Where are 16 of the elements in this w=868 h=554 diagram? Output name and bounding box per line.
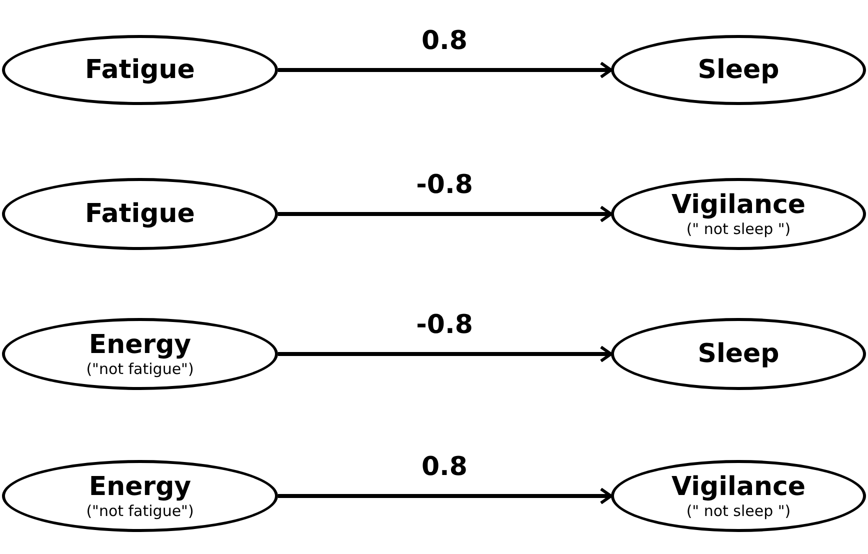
node-title: Sleep: [698, 55, 780, 85]
node-title: Vigilance: [671, 190, 806, 220]
arrow: [278, 206, 612, 222]
node-title: Vigilance: [671, 472, 806, 502]
node-title: Sleep: [698, 339, 780, 369]
node-title: Energy: [88, 330, 192, 360]
node-title: Fatigue: [85, 199, 195, 229]
arrow: [278, 62, 612, 78]
node-subtitle: ("not fatigue"): [86, 360, 194, 378]
arrow: [278, 488, 612, 504]
node-subtitle: (" not sleep "): [686, 220, 791, 238]
node-title: Fatigue: [85, 55, 195, 85]
node-subtitle: ("not fatigue"): [86, 502, 194, 520]
arrow: [278, 346, 612, 362]
node-title: Energy: [88, 472, 192, 502]
node-subtitle: (" not sleep "): [686, 502, 791, 520]
